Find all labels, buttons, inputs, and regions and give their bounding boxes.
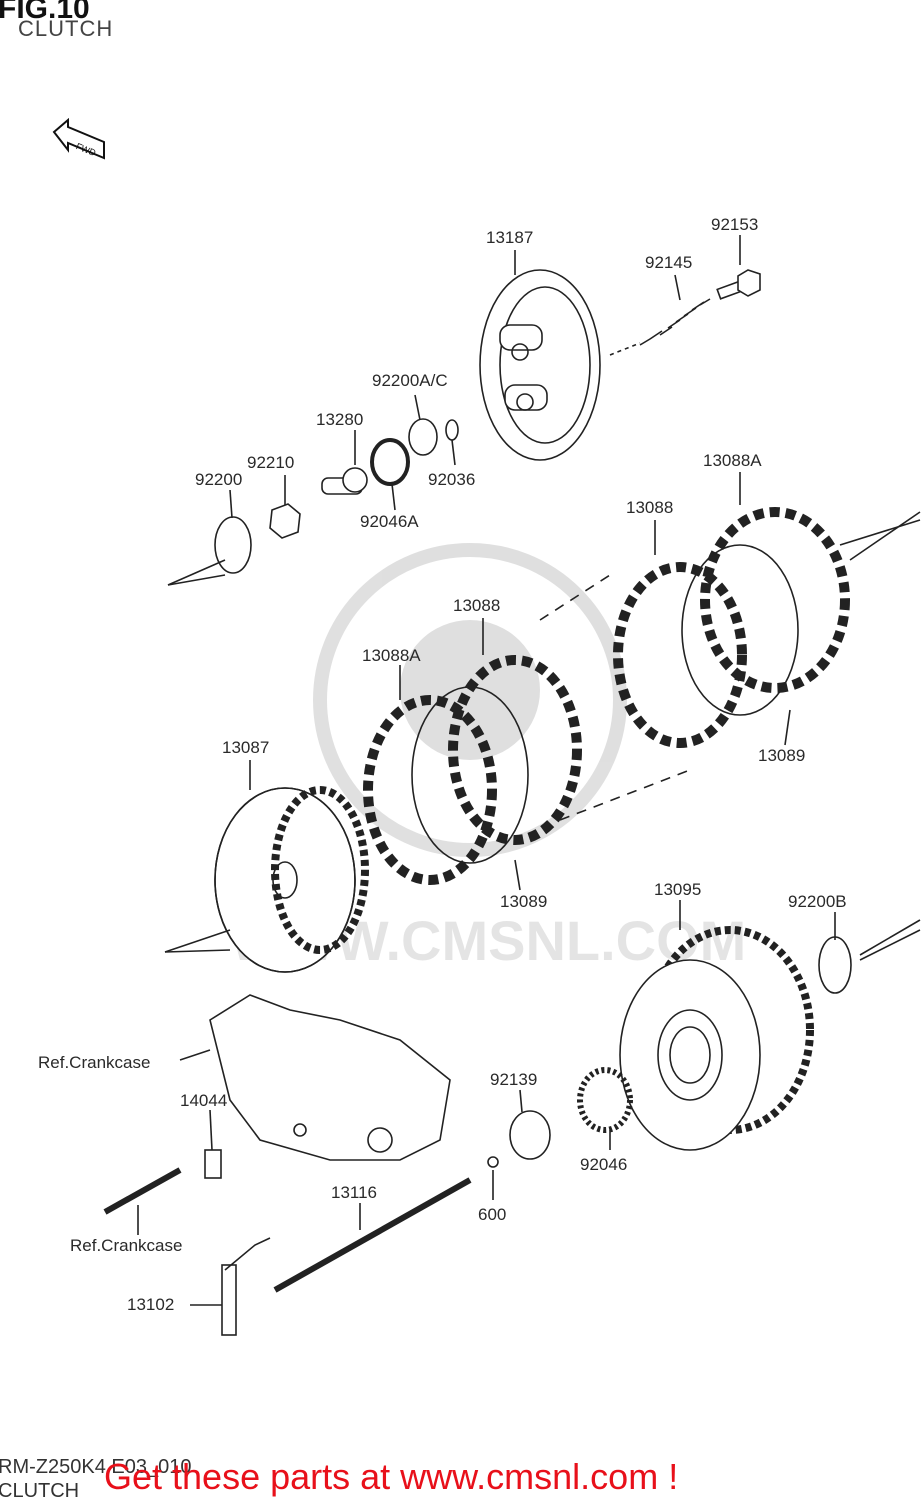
part-label-13088-right: 13088 <box>626 498 674 517</box>
part-label-92046: 92046 <box>580 1155 628 1174</box>
part-label-92200: 92200 <box>195 470 243 489</box>
clutch-housing-13095 <box>619 926 814 1151</box>
part-label-13187: 13187 <box>486 228 534 247</box>
part-label-14044: 14044 <box>180 1091 228 1110</box>
part-label-92145: 92145 <box>645 253 693 272</box>
friction-plate-13088a-right <box>700 507 850 693</box>
part-label-13088a-left: 13088A <box>362 646 421 665</box>
spring-92145 <box>609 298 711 356</box>
guide-14044 <box>204 1149 222 1179</box>
washer-92200ac <box>408 418 438 456</box>
steel-plate-13089-right <box>681 544 799 716</box>
part-label-13087: 13087 <box>222 738 270 757</box>
needle-bearing-92046 <box>577 1067 633 1133</box>
part-label-ref-crankcase-2: Ref.Crankcase <box>70 1236 183 1255</box>
part-label-13088a-right: 13088A <box>703 451 762 470</box>
steel-plate-13089-left <box>411 686 529 864</box>
release-lever-13102 <box>221 1237 271 1336</box>
bolt-92153 <box>716 269 761 300</box>
friction-plate-13088a-left <box>363 695 497 885</box>
crankcase-reference <box>209 994 451 1161</box>
washer-92200b <box>818 936 852 994</box>
part-label-13089-left: 13089 <box>500 892 548 911</box>
part-label-13102: 13102 <box>127 1295 175 1314</box>
part-label-92036: 92036 <box>428 470 476 489</box>
bolt-ref-crankcase <box>103 1167 182 1215</box>
part-label-13095: 13095 <box>654 880 702 899</box>
fwd-arrow-icon: FWD <box>52 117 108 169</box>
promo-link[interactable]: Get these parts at www.cmsnl.com ! <box>104 1456 679 1497</box>
nut-92210 <box>269 503 301 539</box>
watermark-logo <box>313 543 627 857</box>
friction-plate-13088-right <box>613 562 747 748</box>
part-label-92200b: 92200B <box>788 892 847 911</box>
pusher-13280 <box>321 467 368 495</box>
washer-92200 <box>214 516 252 574</box>
part-label-92153: 92153 <box>711 215 759 234</box>
part-label-92139: 92139 <box>490 1070 538 1089</box>
part-label-13088-left: 13088 <box>453 596 501 615</box>
footer-subtitle: CLUTCH <box>0 1480 80 1502</box>
figure-subtitle: CLUTCH <box>18 16 114 41</box>
part-label-600: 600 <box>478 1205 507 1224</box>
figure-title: FIG.10 <box>0 0 90 25</box>
ball-600 <box>487 1156 499 1168</box>
part-label-13280: 13280 <box>316 410 364 429</box>
friction-plate-13088-left <box>448 655 582 845</box>
clutch-hub-13087 <box>214 786 369 973</box>
part-label-92046a: 92046A <box>360 512 419 531</box>
part-label-92200ac: 92200A/C <box>372 371 448 390</box>
part-label-ref-crankcase-1: Ref.Crankcase <box>38 1053 151 1072</box>
circlip-92036 <box>445 419 459 441</box>
part-label-13089-right: 13089 <box>758 746 806 765</box>
collar-92139 <box>509 1110 551 1160</box>
part-label-13116: 13116 <box>331 1183 378 1202</box>
pressure-plate-13187 <box>479 269 601 461</box>
part-label-92210: 92210 <box>247 453 295 472</box>
push-rod-13116 <box>273 1177 472 1293</box>
bearing-92046a <box>370 438 410 486</box>
drawing-code: RM-Z250K4 E03_010 <box>0 1456 192 1478</box>
